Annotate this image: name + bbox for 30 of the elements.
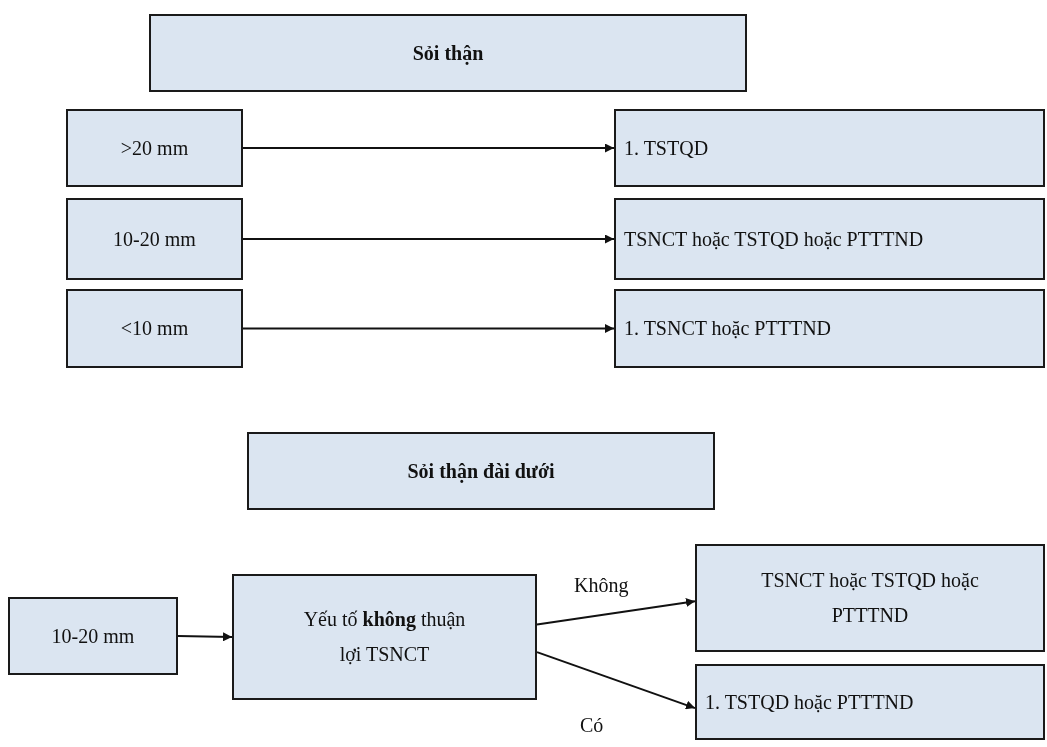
- process-box: [232, 574, 537, 700]
- arrow: [536, 651, 696, 710]
- process-box: [614, 109, 1045, 187]
- process-box: [614, 198, 1045, 280]
- box-text: >20 mm: [120, 135, 189, 161]
- process-box: [66, 109, 243, 187]
- box-text: TSNCT hoặc TSTQD hoặc PTTTND: [624, 226, 924, 252]
- arrow: [242, 234, 615, 244]
- process-box: [149, 14, 747, 92]
- arrow: [177, 632, 233, 642]
- arrow: [242, 324, 615, 333]
- process-box: [66, 289, 243, 368]
- box-text: 1. TSNCT hoặc PTTTND: [624, 316, 832, 341]
- box-text: TSNCT hoặc TSTQD hoặc PTTTND: [760, 568, 980, 628]
- box-text: 1. TSTQD hoặc PTTTND: [705, 689, 914, 715]
- box-heading: Sỏi thận đài dưới: [407, 458, 555, 485]
- box-text: Yếu tố không thuận lợi TSNCT: [302, 607, 467, 667]
- arrow: [242, 143, 615, 153]
- box-text: 10-20 mm: [113, 226, 196, 252]
- box-heading: Sỏi thận: [412, 40, 484, 67]
- process-box: [247, 432, 715, 510]
- process-box: [695, 664, 1045, 740]
- arrow: [536, 598, 696, 626]
- process-box: [695, 544, 1045, 652]
- box-text: 1. TSTQD: [624, 135, 709, 161]
- process-box: [614, 289, 1045, 368]
- box-text: 10-20 mm: [51, 623, 135, 649]
- box-text: <10 mm: [120, 316, 189, 341]
- process-box: [66, 198, 243, 280]
- process-box: [8, 597, 178, 675]
